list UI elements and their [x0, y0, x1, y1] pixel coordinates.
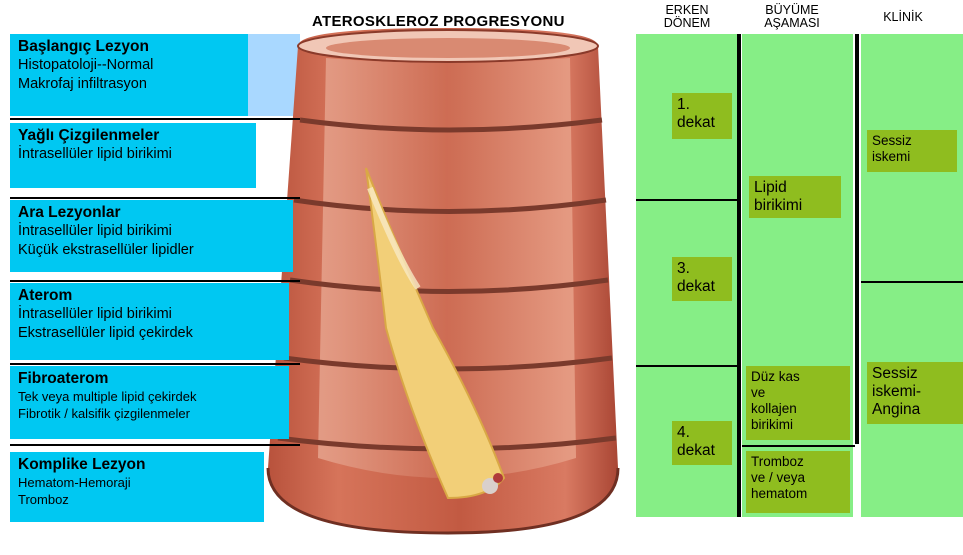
clinical-line: iskemi — [872, 149, 952, 165]
stage-line: Tromboz — [18, 491, 256, 508]
dekat-box-4: 4. dekat — [672, 421, 732, 465]
dekat-label: dekat — [677, 442, 727, 460]
stage-ara-lezyonlar: Ara Lezyonlar İntrasellüler lipid biriki… — [10, 200, 293, 272]
column-header-erken-donem: ERKEN DÖNEM — [652, 4, 722, 30]
column-header-line: AŞAMASI — [752, 17, 832, 30]
dekat-number: 1. — [677, 96, 727, 114]
column-header-buyume-asamasi: BÜYÜME AŞAMASI — [752, 4, 832, 30]
dekat-label: dekat — [677, 114, 727, 132]
growth-line: Düz kas — [751, 369, 845, 385]
column-divider — [737, 34, 741, 517]
stage-fibroaterom: Fibroaterom Tek veya multiple lipid çeki… — [10, 366, 289, 439]
stage-divider — [10, 363, 300, 365]
column-header-klinik: KLİNİK — [868, 11, 938, 24]
stage-name: Aterom — [18, 286, 281, 305]
dekat-box-1: 1. dekat — [672, 93, 732, 139]
growth-line: birikimi — [751, 417, 845, 433]
column-divider — [855, 34, 859, 444]
stage-divider — [10, 444, 300, 446]
stage-line: Histopatoloji--Normal — [18, 56, 240, 75]
growth-line: Lipid — [754, 179, 836, 197]
stage-line: İntrasellüler lipid birikimi — [18, 222, 285, 241]
dekat-number: 3. — [677, 260, 727, 278]
stage-line: Hematom-Hemoraji — [18, 474, 256, 491]
stage-line: Makrofaj infiltrasyon — [18, 75, 240, 94]
column-header-line: DÖNEM — [652, 17, 722, 30]
stage-name: Komplike Lezyon — [18, 455, 256, 474]
growth-line: kollajen — [751, 401, 845, 417]
growth-line: ve — [751, 385, 845, 401]
stage-komplike-lezyon: Komplike Lezyon Hematom-Hemoraji Tromboz — [10, 452, 264, 522]
growth-line: birikimi — [754, 197, 836, 215]
hematoma — [493, 473, 503, 483]
stage-line: Küçük ekstrasellüler lipidler — [18, 241, 285, 260]
stage-aterom: Aterom İntrasellüler lipid birikimi Ekst… — [10, 283, 289, 360]
growth-lipid-birikimi: Lipid birikimi — [749, 176, 841, 218]
clinical-sessiz-iskemi-angina: Sessiz iskemi- Angina — [867, 362, 963, 424]
clinical-line: Sessiz — [872, 133, 952, 149]
klinik-column — [861, 34, 963, 517]
erken-divider — [636, 365, 737, 367]
artery-illustration — [258, 28, 638, 555]
stage-name: Başlangıç Lezyon — [18, 37, 240, 56]
stage-name: Fibroaterom — [18, 369, 281, 388]
clinical-line: Angina — [872, 401, 958, 419]
buyume-divider — [742, 445, 855, 447]
clinical-line: Sessiz — [872, 365, 958, 383]
stage-line: Fibrotik / kalsifik çizgilenmeler — [18, 405, 281, 422]
artery-lumen — [326, 38, 570, 58]
stage-name: Yağlı Çizgilenmeler — [18, 126, 248, 145]
stage-name: Ara Lezyonlar — [18, 203, 285, 222]
stage-divider — [10, 197, 300, 199]
clinical-sessiz-iskemi: Sessiz iskemi — [867, 130, 957, 172]
growth-duz-kas-kollajen: Düz kas ve kollajen birikimi — [746, 366, 850, 440]
klinik-divider — [861, 281, 963, 283]
stage-baslangic-lezyon: Başlangıç Lezyon Histopatoloji--Normal M… — [10, 34, 248, 116]
dekat-box-3: 3. dekat — [672, 257, 732, 301]
erken-divider — [636, 199, 737, 201]
stage-divider — [10, 118, 300, 120]
dekat-label: dekat — [677, 278, 727, 296]
stage-yagli-cizgilenmeler: Yağlı Çizgilenmeler İntrasellüler lipid … — [10, 123, 256, 188]
growth-line: hematom — [751, 486, 845, 502]
stage-line: İntrasellüler lipid birikimi — [18, 145, 248, 164]
dekat-number: 4. — [677, 424, 727, 442]
stage-divider — [10, 280, 300, 282]
growth-line: Tromboz — [751, 454, 845, 470]
growth-line: ve / veya — [751, 470, 845, 486]
stage-line: İntrasellüler lipid birikimi — [18, 305, 281, 324]
stage-line: Ekstrasellüler lipid çekirdek — [18, 324, 281, 343]
clinical-line: iskemi- — [872, 383, 958, 401]
stage-line: Tek veya multiple lipid çekirdek — [18, 388, 281, 405]
growth-tromboz-hematom: Tromboz ve / veya hematom — [746, 451, 850, 513]
